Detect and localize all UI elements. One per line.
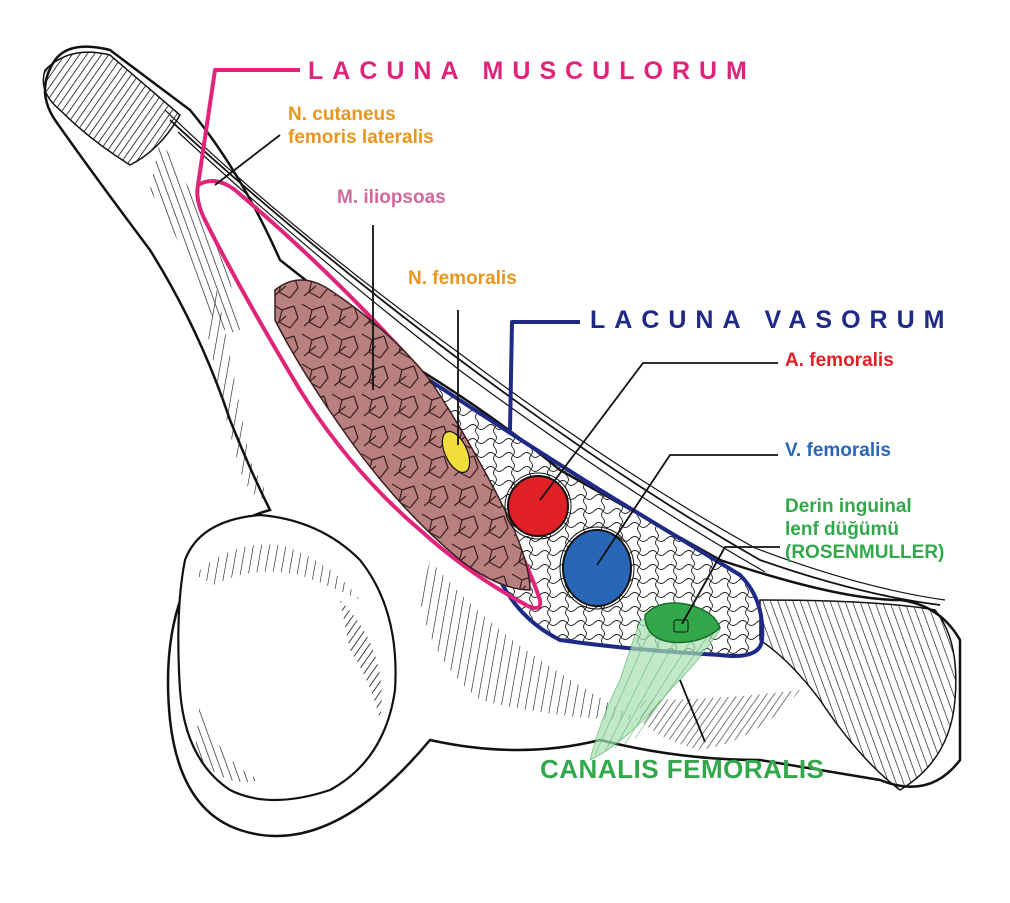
a-femoralis-label: A. femoralis	[785, 350, 894, 371]
femoral-artery-wall	[504, 472, 572, 540]
canalis-femoralis-label: CANALIS FEMORALIS	[540, 754, 825, 784]
femoral-nerve	[441, 430, 471, 474]
lymph-node-core	[673, 619, 689, 633]
femoral-vein	[562, 529, 632, 607]
femoral-vein-wall	[559, 526, 635, 610]
lymph-node-label: Derin inguinal lenf düğümü (ROSENMULLER)	[785, 496, 944, 564]
lacuna-musculorum-outline	[195, 179, 543, 610]
n-cutaneus-line2: femoris lateralis	[288, 126, 434, 148]
vasorum-leader	[508, 320, 580, 431]
acetabulum	[177, 513, 397, 802]
v-femoralis-label: V. femoralis	[785, 440, 891, 461]
vein-leader	[596, 454, 778, 566]
lymph-node-line3: (ROSENMULLER)	[785, 541, 945, 563]
lacuna-vasorum-label: LACUNA VASORUM	[590, 306, 954, 334]
pubic-ramus	[420, 560, 957, 791]
lacuna-musculorum-label: LACUNA MUSCULORUM	[308, 57, 756, 85]
musculorum-leader	[196, 68, 300, 186]
femoral-artery	[507, 475, 569, 537]
n-cutaneus-line1: N. cutaneus	[288, 104, 396, 125]
lymph-node-line1: Derin inguinal	[785, 496, 912, 517]
lymph-node-line2: lenf düğümü	[785, 518, 899, 540]
m-iliopsoas-label: M. iliopsoas	[337, 187, 446, 208]
iliopsoas-texture	[275, 280, 530, 590]
n-femoralis-label: N. femoralis	[408, 268, 517, 289]
femoral-canal-fibers	[594, 629, 709, 756]
inguinal-ligament	[164, 109, 946, 606]
canal-leader	[679, 679, 706, 743]
n-cutaneus-label: N. cutaneus femoris lateralis	[288, 104, 434, 150]
leader-lines	[196, 68, 780, 743]
cutaneus-leader	[214, 134, 281, 186]
lymph-leader	[681, 546, 780, 625]
artery-leader	[539, 362, 778, 501]
